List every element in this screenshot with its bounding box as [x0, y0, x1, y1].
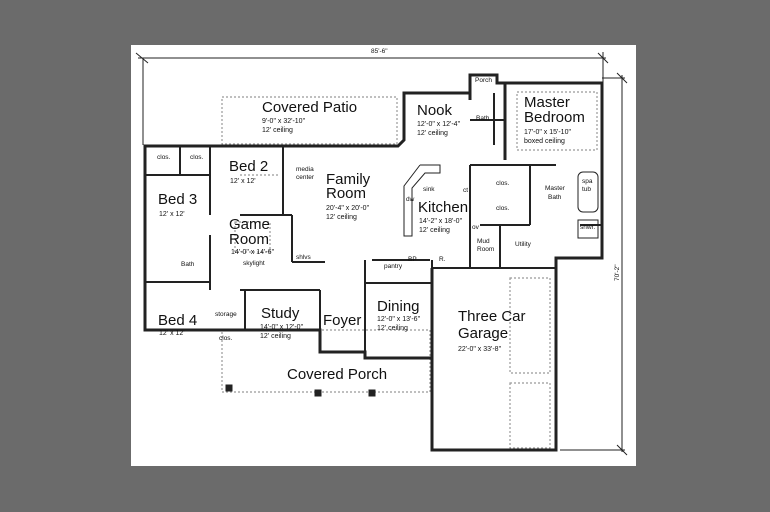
- covered-patio-name: Covered Patio: [262, 99, 358, 116]
- garage-name-1: Three Car: [458, 308, 526, 325]
- dimension-depth-label: 70'-2": [614, 264, 621, 281]
- storage-label: storage: [215, 311, 237, 318]
- media-center-label-2: center: [296, 174, 315, 181]
- hall-bath-label: Bath: [181, 261, 195, 268]
- garage-name-2: Garage: [458, 325, 509, 342]
- shower-label: shwr.: [580, 224, 596, 231]
- dining-size: 12'-0" x 13'-6": [377, 316, 421, 323]
- family-room-name-2: Room: [326, 185, 367, 202]
- bed2-name: Bed 2: [229, 158, 269, 175]
- spa-tub: [577, 171, 599, 213]
- bed3-size: 12' x 12': [159, 211, 185, 218]
- dimension-line-width: [135, 52, 609, 145]
- master-bath-name-2: Bath: [548, 194, 562, 201]
- closet-label: clos.: [219, 335, 233, 342]
- kitchen-counter: [403, 164, 441, 237]
- game-room-name-1: Game: [229, 216, 270, 233]
- spa-tub-label-2: tub: [582, 186, 592, 193]
- bed4-size: 12' x 12': [159, 330, 185, 337]
- oven-label: ov: [472, 224, 479, 231]
- closet-label: clos.: [157, 154, 171, 161]
- bed2-size: 12' x 12': [230, 178, 256, 185]
- dining-ceiling: 12' ceiling: [377, 325, 408, 332]
- pantry-label: pantry: [384, 263, 403, 270]
- bed3-name: Bed 3: [158, 191, 198, 208]
- shelves-label: shlvs: [296, 254, 311, 261]
- nook-size: 12'-0" x 12'-4": [417, 121, 461, 128]
- dimension-line-depth: [560, 72, 628, 456]
- dining-name: Dining: [377, 298, 420, 315]
- porch-small-label: Porch: [475, 77, 492, 84]
- mud-room-name-1: Mud: [477, 238, 490, 245]
- dimension-width-label: 85'-6": [371, 48, 388, 55]
- kitchen-size: 14'-2" x 18'-0": [419, 218, 463, 225]
- sink-label: sink: [423, 186, 435, 193]
- master-bedroom-name-1: Master: [524, 94, 570, 111]
- butler-pantry-label: BP: [408, 256, 417, 263]
- floor-plan-drawing: [135, 52, 628, 456]
- master-bedroom-size: 17'-0" x 15'-10": [524, 129, 571, 136]
- mud-room-name-2: Room: [477, 246, 495, 253]
- refrigerator-label: R.: [439, 256, 446, 263]
- master-bedroom-name-2: Bedroom: [524, 109, 585, 126]
- family-room-ceiling: 12' ceiling: [326, 214, 357, 221]
- game-room-size: 14'-0" x 14'-6": [231, 249, 275, 256]
- study-name: Study: [261, 305, 300, 322]
- dishwasher-label: dw: [406, 196, 415, 203]
- kitchen-ceiling: 12' ceiling: [419, 227, 450, 234]
- master-wc-label: Bath: [476, 115, 490, 122]
- shower: [577, 219, 599, 239]
- garage-size: 22'-0" x 33'-8": [458, 346, 502, 353]
- nook-ceiling: 12' ceiling: [417, 130, 448, 137]
- interior-walls: [145, 93, 602, 352]
- covered-patio-size: 9'-0" x 32'-10": [262, 118, 306, 125]
- bed4-name: Bed 4: [158, 312, 198, 329]
- study-size: 14'-0" x 12'-0": [260, 324, 304, 331]
- study-ceiling: 12' ceiling: [260, 333, 291, 340]
- family-room-name-1: Family: [326, 171, 371, 188]
- spa-tub-label-1: spa: [582, 178, 593, 185]
- floor-plan-sheet: 85'-6" 70'-2" Covered Patio 9'-0" x 32'-…: [131, 45, 636, 466]
- exterior-walls: [143, 73, 604, 452]
- master-bath-name-1: Master: [545, 185, 565, 192]
- game-room-name-2: Room: [229, 231, 270, 248]
- cooktop-label: ct: [463, 187, 469, 194]
- covered-patio-ceiling: 12' ceiling: [262, 127, 293, 134]
- covered-porch-name: Covered Porch: [287, 366, 388, 383]
- skylight-label: skylight: [243, 260, 265, 267]
- foyer-name: Foyer: [323, 312, 362, 329]
- closet-label: clos.: [190, 154, 204, 161]
- media-center-label-1: media: [296, 166, 314, 173]
- porch-columns: [225, 384, 376, 397]
- master-bedroom-ceiling: boxed ceiling: [524, 138, 565, 145]
- kitchen-name: Kitchen: [418, 199, 469, 216]
- master-closet-label: clos.: [496, 205, 510, 212]
- utility-label: Utility: [515, 241, 531, 248]
- covered-patio-outline: [221, 91, 598, 449]
- master-closet-label: clos.: [496, 180, 510, 187]
- family-room-size: 20'-4" x 20'-0": [326, 205, 370, 212]
- nook-name: Nook: [417, 102, 453, 119]
